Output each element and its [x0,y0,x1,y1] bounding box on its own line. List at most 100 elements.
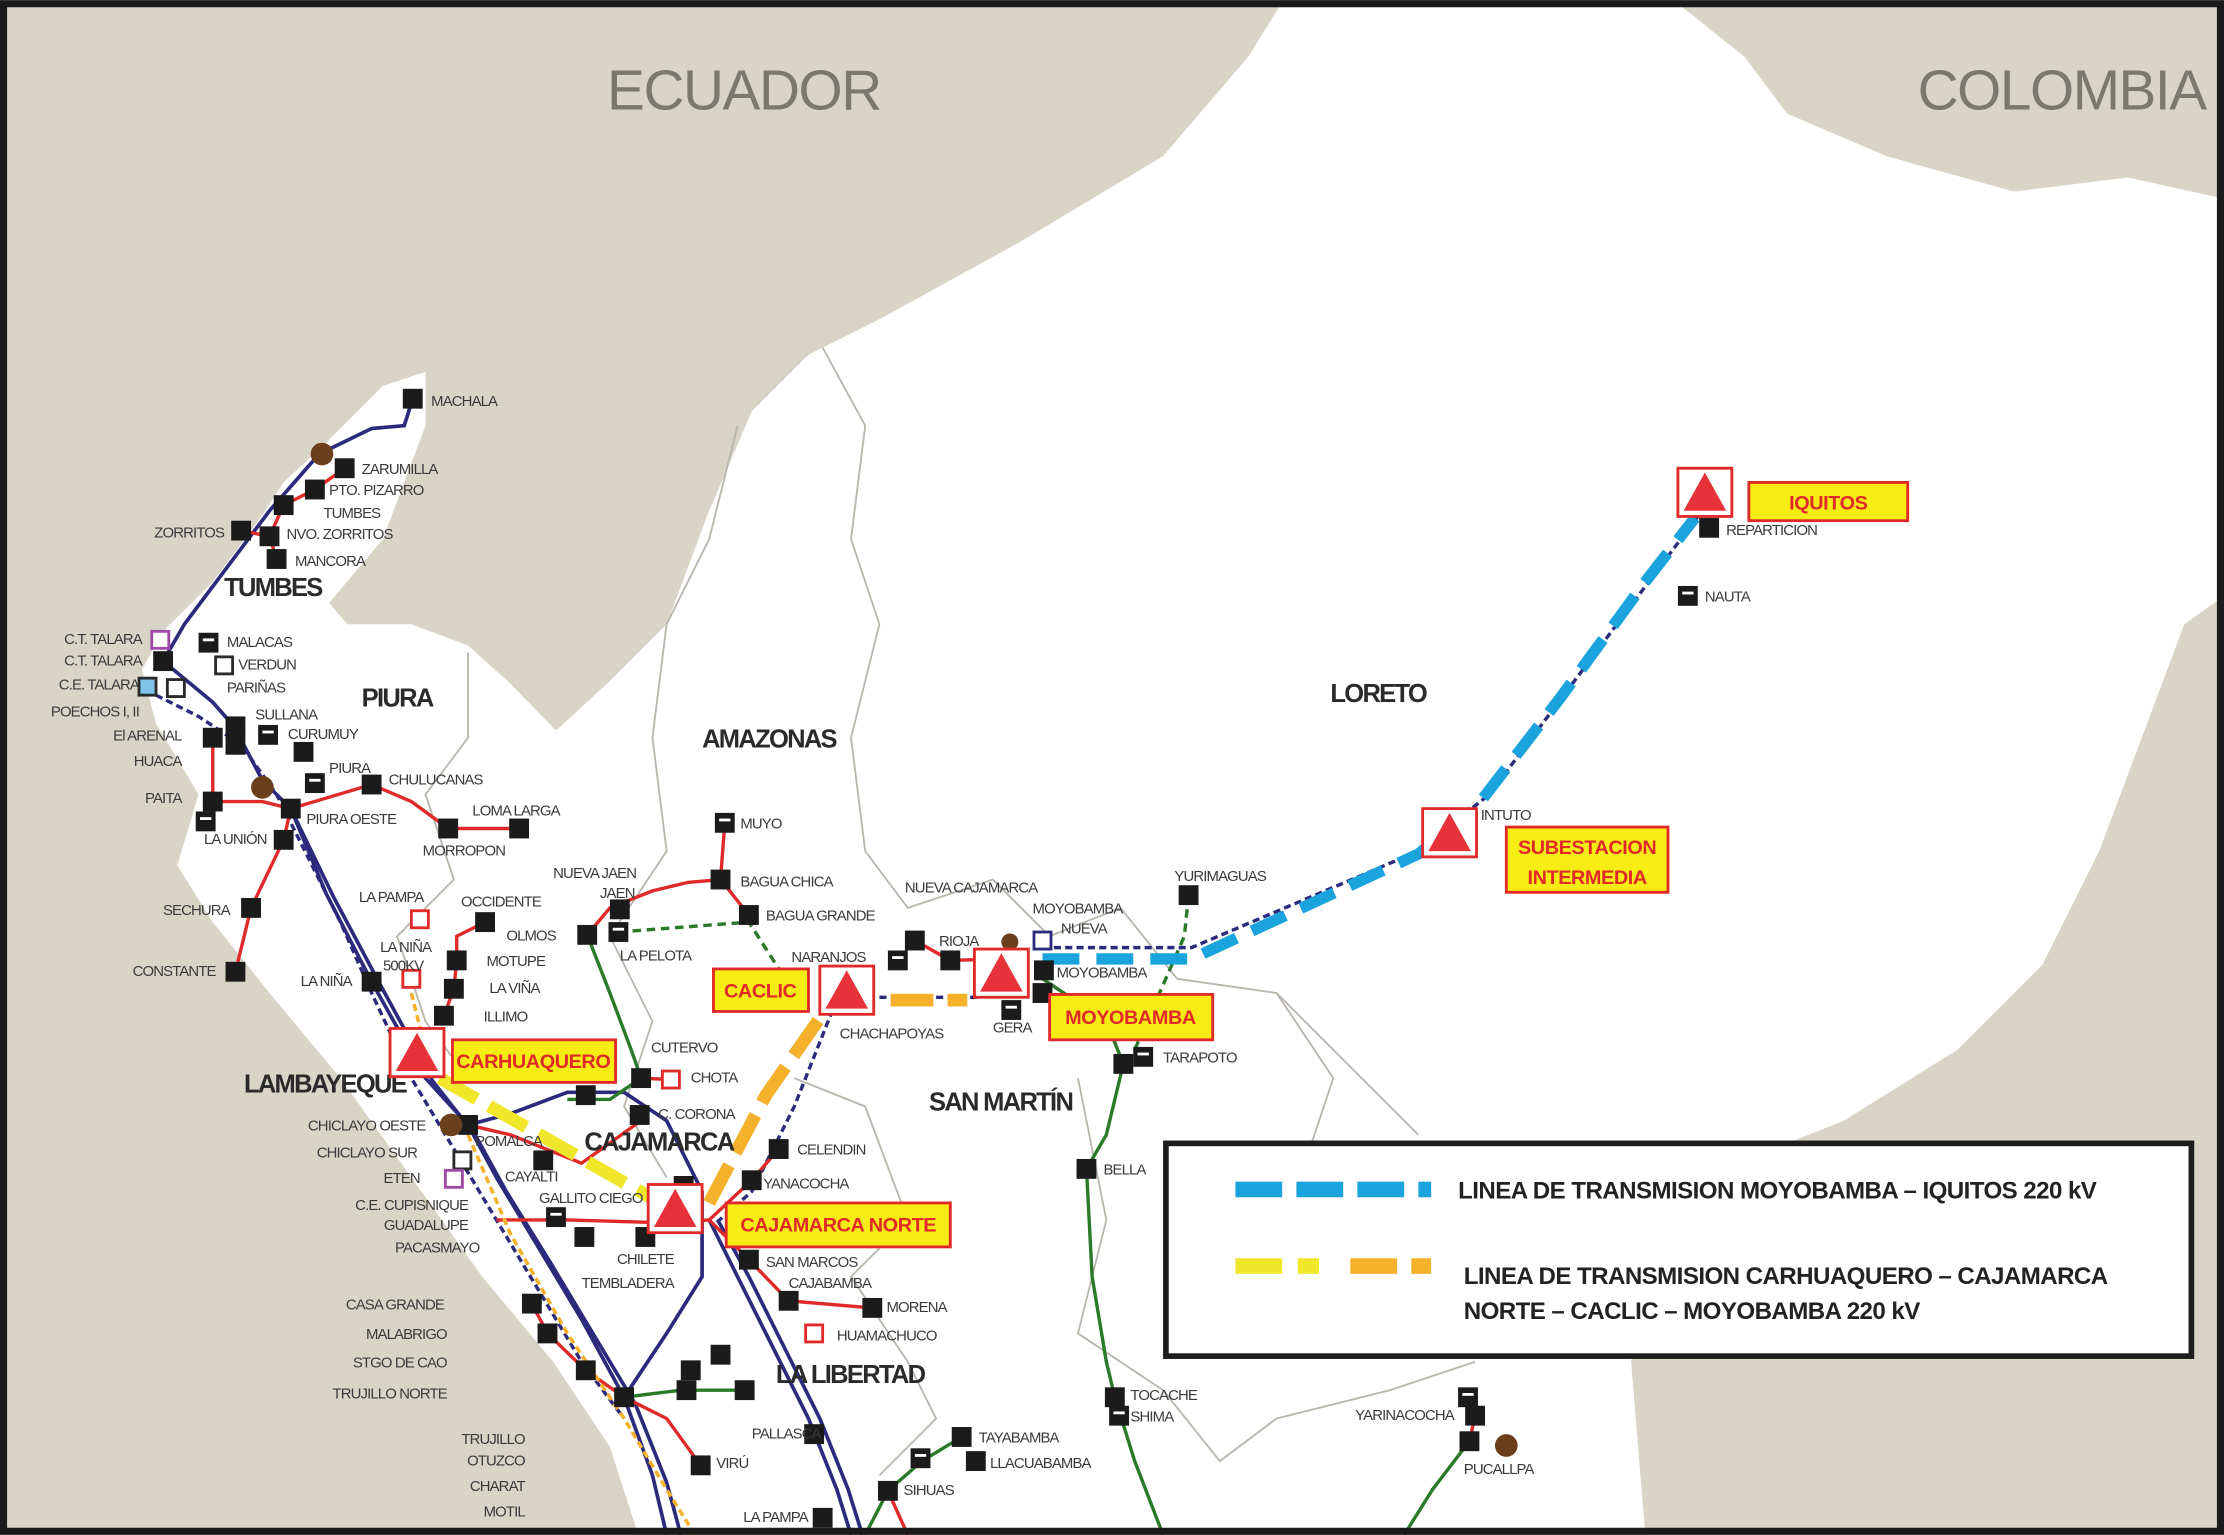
substation-icon [608,922,629,942]
station-label: POMALCA [475,1134,543,1150]
legend-swatch-moyobamba-iquitos [1235,1181,1432,1198]
substation-icon [812,1507,833,1528]
substation-icon [631,1068,652,1089]
substation-icon [225,716,246,737]
substation-icon [434,1005,454,1026]
tag-carhuaquero[interactable]: CARHUAQUERO [451,1038,617,1084]
substation-marker-icon-subestacion-intermedia[interactable] [1421,807,1478,859]
station-label: BAGUA CHICA [740,875,833,891]
station-label: SHIMA [1130,1409,1174,1425]
substation-icon [804,1323,825,1344]
station-label: TRUJILLO NORTE [333,1387,448,1403]
substation-icon [241,897,261,918]
region-label-tumbes: TUMBES [224,574,323,602]
station-label: SECHURA [163,903,231,919]
station-label: CHILETE [617,1252,675,1268]
projected-moyobamba-iquitos-line [1042,514,1700,965]
substation-marker-icon-carhuaquero[interactable] [388,1027,446,1079]
region-label-cajamarca: CAJAMARCA [584,1128,734,1156]
station-label: ETEN [384,1171,420,1187]
substation-icon [778,1290,799,1311]
station-label: LA UNIÓN [204,831,267,848]
substation-marker-icon-iquitos[interactable] [1676,466,1734,518]
substation-icon [521,1293,542,1314]
substation-icon [225,734,246,755]
substation-icon [1109,1405,1130,1426]
substation-icon-mark [1137,1052,1149,1056]
substation-marker-icon-caclic[interactable] [818,964,876,1016]
substation-marker-icon-moyobamba[interactable] [972,947,1030,999]
tag-moyobamba[interactable]: MOYOBAMBA [1048,993,1215,1042]
station-label: MORENA [886,1300,947,1316]
station-label: NVO. ZORRITOS [287,527,394,543]
substation-icon-mark [262,730,274,734]
country-label-ecuador: ECUADOR [607,59,881,122]
substation-icon [546,1207,566,1228]
station-label: PARIÑAS [227,679,286,696]
station-label: ZARUMILLA [362,462,439,478]
legend-label-moyobamba-iquitos: LINEA DE TRANSMISION MOYOBAMBA – IQUITOS… [1458,1178,2097,1205]
substation-icon-mark [1682,591,1694,595]
substation-icon [768,1139,789,1159]
substation-icon [734,1380,755,1401]
substation-icon [710,869,731,890]
substation-icon [402,388,423,409]
substation-icon [401,968,422,989]
station-label: C.T. TALARA [64,653,143,669]
substation-icon [710,1344,731,1365]
station-label: MOTUPE [486,954,545,970]
station-label: GUADALUPE [384,1218,469,1234]
substation-icon [438,818,459,839]
station-label: LA NIÑA [301,973,353,990]
station-label: ZORRITOS [154,526,225,542]
tag-cajamarca-norte[interactable]: CAJAMARCA NORTE [724,1201,952,1249]
substation-icon [165,678,186,698]
tag-caclic[interactable]: CACLIC [712,967,810,1013]
substation-icon [202,727,223,748]
station-label: BAGUA GRANDE [766,909,876,925]
substation-icon [334,458,355,479]
substation-icon [361,971,382,992]
station-label: PIURA OESTE [306,812,397,828]
substation-icon [258,724,278,745]
station-label: NUEVA CAJAMARCA [905,880,1038,896]
tag-subestacion-intermedia[interactable]: SUBESTACION INTERMEDIA [1504,825,1670,894]
substation-icon [259,526,280,547]
substation-icon-mark [1005,1005,1017,1009]
tag-cajamarca-norte-text: CAJAMARCA NORTE [740,1214,936,1236]
substation-icon-mark [892,956,904,959]
plant-icon [1001,933,1019,951]
plant-icons [251,442,1518,1457]
substation-icon [1465,1405,1486,1426]
legend-swatch-carhuaquero-moyobamba [1235,1258,1432,1274]
projected-carhuaquero-cajamarca-line [436,1072,659,1206]
station-label: TRUJILLO [461,1432,525,1448]
tag-iquitos[interactable]: IQUITOS [1747,480,1910,523]
station-label: MUYO [740,816,782,832]
station-label: TARAPOTO [1163,1051,1237,1067]
tag-moyobamba-text: MOYOBAMBA [1065,1007,1196,1029]
substation-icon [575,1085,596,1106]
substation-icon [266,549,287,569]
substation-icon [1133,1046,1154,1067]
substation-icon [1459,1431,1480,1452]
station-label: HUACA [134,754,183,770]
station-label: OCCIDENTE [461,895,542,911]
substation-icon [195,811,216,832]
station-label: LA PAMPA [743,1510,808,1526]
substation-icon [951,1427,972,1447]
substation-icon [443,978,464,999]
substation-icons [137,388,1720,1528]
station-label: RIOJA [939,934,979,950]
substation-marker-icon-cajamarca-norte[interactable] [646,1183,704,1235]
station-label: VIRÚ [716,1455,748,1472]
station-label: OTUZCO [467,1453,525,1469]
station-label: PIURA [329,761,371,777]
substation-icon [660,1069,681,1090]
substation-icon [1677,585,1698,606]
substation-icon [609,899,630,920]
substation-icon [361,774,382,795]
substation-icon [273,495,294,516]
substation-icon [1113,1054,1134,1074]
substation-icon [1076,1158,1097,1179]
